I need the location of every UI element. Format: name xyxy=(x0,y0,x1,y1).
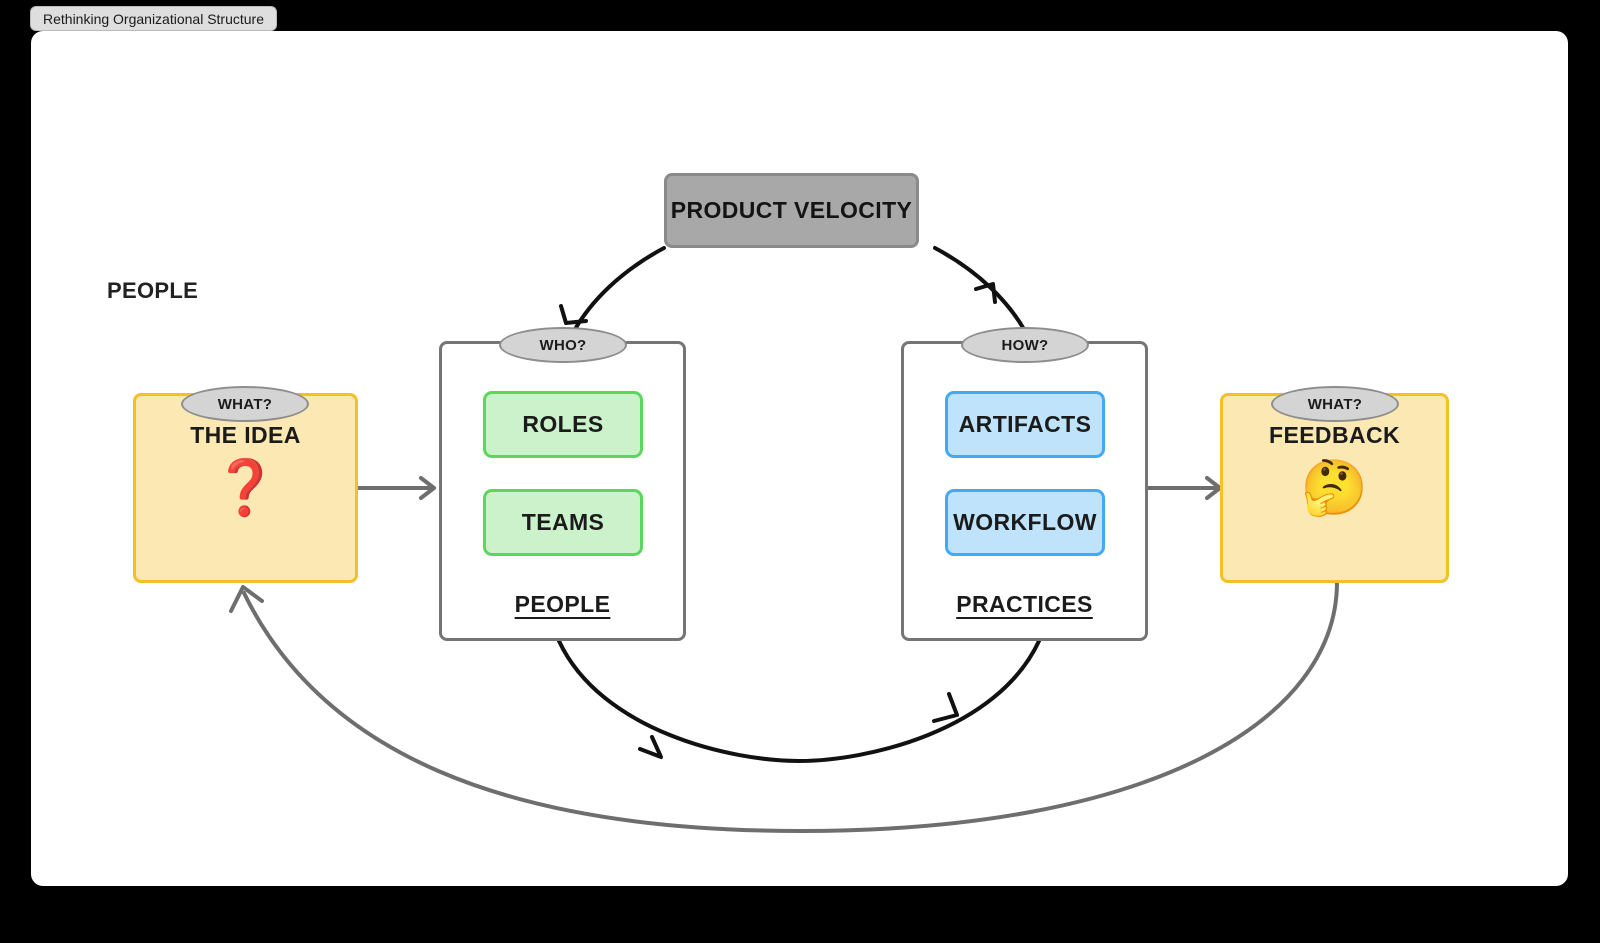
group-practices-footer: PRACTICES xyxy=(956,591,1093,617)
feedback-title: FEEDBACK xyxy=(1269,422,1400,448)
node-the-idea[interactable]: THE IDEA ❓ xyxy=(133,393,358,583)
window-title-tab[interactable]: Rethinking Organizational Structure xyxy=(30,6,278,31)
group-practices[interactable]: ARTIFACTS WORKFLOW PRACTICES xyxy=(901,341,1148,641)
chip-roles[interactable]: ROLES xyxy=(483,391,643,458)
badge-who: WHO? xyxy=(499,327,627,363)
node-feedback[interactable]: FEEDBACK 🤔 xyxy=(1220,393,1449,583)
badge-what-feedback: WHAT? xyxy=(1271,386,1399,422)
chip-workflow[interactable]: WORKFLOW xyxy=(945,489,1105,556)
diagram-canvas: PEOPLE PRODUCT VELOCITY THE IDEA ❓ WHAT?… xyxy=(31,31,1568,886)
badge-how: HOW? xyxy=(961,327,1089,363)
arrow-idea-to-people xyxy=(356,476,436,500)
arrow-velocity-to-who xyxy=(559,246,666,333)
thinking-face-icon: 🤔 xyxy=(1300,458,1369,518)
chip-teams[interactable]: TEAMS xyxy=(483,489,643,556)
node-product-velocity[interactable]: PRODUCT VELOCITY xyxy=(664,173,919,248)
connector-layer xyxy=(229,246,1339,834)
group-people-footer: PEOPLE xyxy=(514,591,611,617)
the-idea-title: THE IDEA xyxy=(190,422,301,448)
group-people[interactable]: ROLES TEAMS PEOPLE xyxy=(439,341,686,641)
question-mark-icon: ❓ xyxy=(211,458,280,518)
arrow-how-to-velocity xyxy=(933,246,1027,333)
people-heading-label: PEOPLE xyxy=(107,278,199,303)
arrow-feedback-to-idea xyxy=(229,580,1339,834)
chip-artifacts[interactable]: ARTIFACTS xyxy=(945,391,1105,458)
arrow-practices-to-feedback xyxy=(1144,476,1222,500)
badge-what-idea: WHAT? xyxy=(181,386,309,422)
arrow-people-to-practices xyxy=(557,639,1041,764)
